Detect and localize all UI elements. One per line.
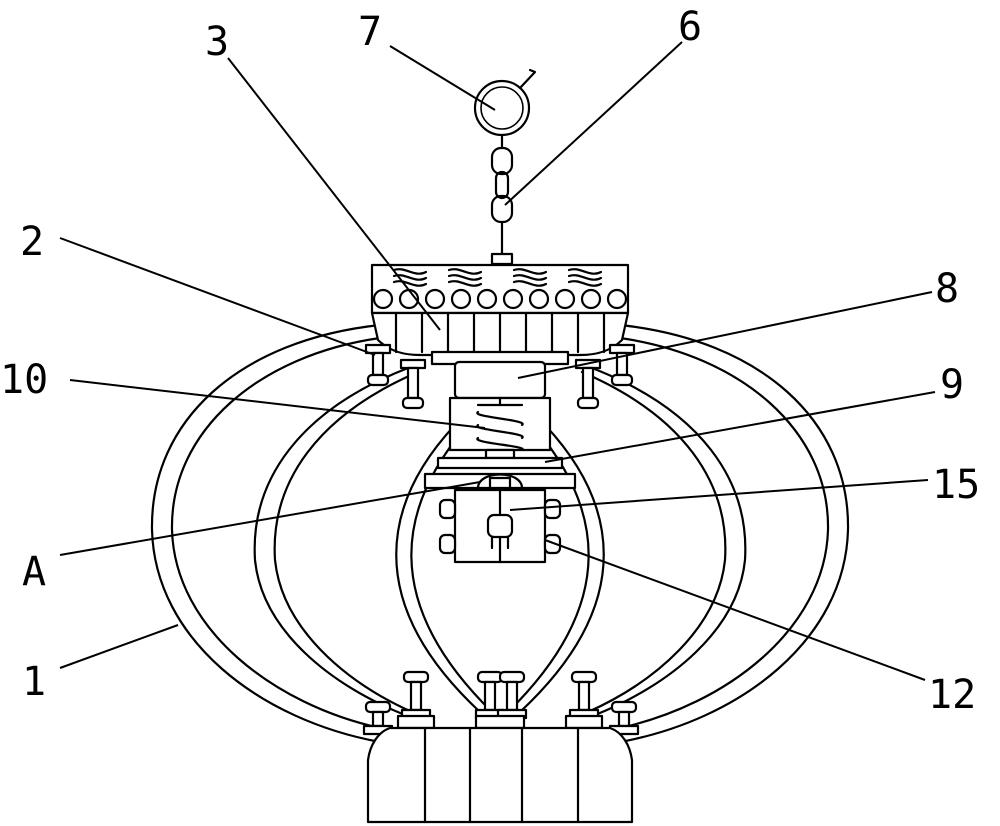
bolt-nut <box>476 670 504 684</box>
bolt-nut <box>610 373 634 387</box>
callout-12: 12 <box>928 672 976 718</box>
bolt-shank <box>505 680 519 712</box>
bolt-nut <box>610 700 638 714</box>
spring-coil <box>567 268 603 287</box>
bolt-shank <box>617 710 631 728</box>
bolt-nut <box>576 396 600 410</box>
ball-bearing <box>502 288 524 310</box>
bottom-base <box>366 714 634 824</box>
ball-bearing <box>580 288 602 310</box>
central-housing <box>430 350 570 460</box>
bolt-head <box>608 343 636 355</box>
bolt-shank <box>371 710 385 728</box>
bolt-shank <box>371 351 385 377</box>
ball-bearing <box>372 288 394 310</box>
callout-9: 9 <box>940 362 964 408</box>
bolt-nut <box>402 670 430 684</box>
leader-lines <box>59 41 936 681</box>
ball-bearing <box>476 288 498 310</box>
ball-bearing <box>606 288 628 310</box>
ball-bearing <box>554 288 576 310</box>
top-springs <box>392 268 603 287</box>
callout-10: 10 <box>0 357 48 403</box>
bolt-shank <box>406 366 420 400</box>
spring-coil <box>512 268 548 287</box>
callout-8: 8 <box>935 266 959 312</box>
callout-A: A <box>22 549 46 595</box>
lower-clamp <box>438 488 562 564</box>
top-ball-row <box>372 288 628 310</box>
callout-7: 7 <box>358 9 382 55</box>
top-plate-slots <box>394 311 606 354</box>
bolt-nut <box>364 700 392 714</box>
ball-bearing <box>528 288 550 310</box>
callout-6: 6 <box>678 4 702 50</box>
bolt-nut <box>366 373 390 387</box>
callout-15: 15 <box>932 462 980 508</box>
ball-bearing <box>424 288 446 310</box>
bolt-nut <box>570 670 598 684</box>
bolt-nut <box>401 396 425 410</box>
bolt-shank <box>409 680 423 712</box>
bolt-shank <box>483 680 497 712</box>
outer-cage-frame <box>150 323 850 744</box>
callout-1: 1 <box>22 659 46 705</box>
ball-bearing <box>450 288 472 310</box>
spring-coil <box>447 268 483 287</box>
callout-3: 3 <box>205 19 229 65</box>
bolt-head <box>364 343 392 355</box>
bolt-nut <box>498 670 526 684</box>
middle-plate <box>423 456 577 490</box>
bolt-shank <box>581 366 595 400</box>
chain <box>490 133 514 266</box>
callout-2: 2 <box>20 219 44 265</box>
bolt-shank <box>577 680 591 712</box>
bolt-head <box>399 358 427 370</box>
callout-labels: 7 6 3 2 8 10 9 15 A 1 12 <box>0 4 980 718</box>
